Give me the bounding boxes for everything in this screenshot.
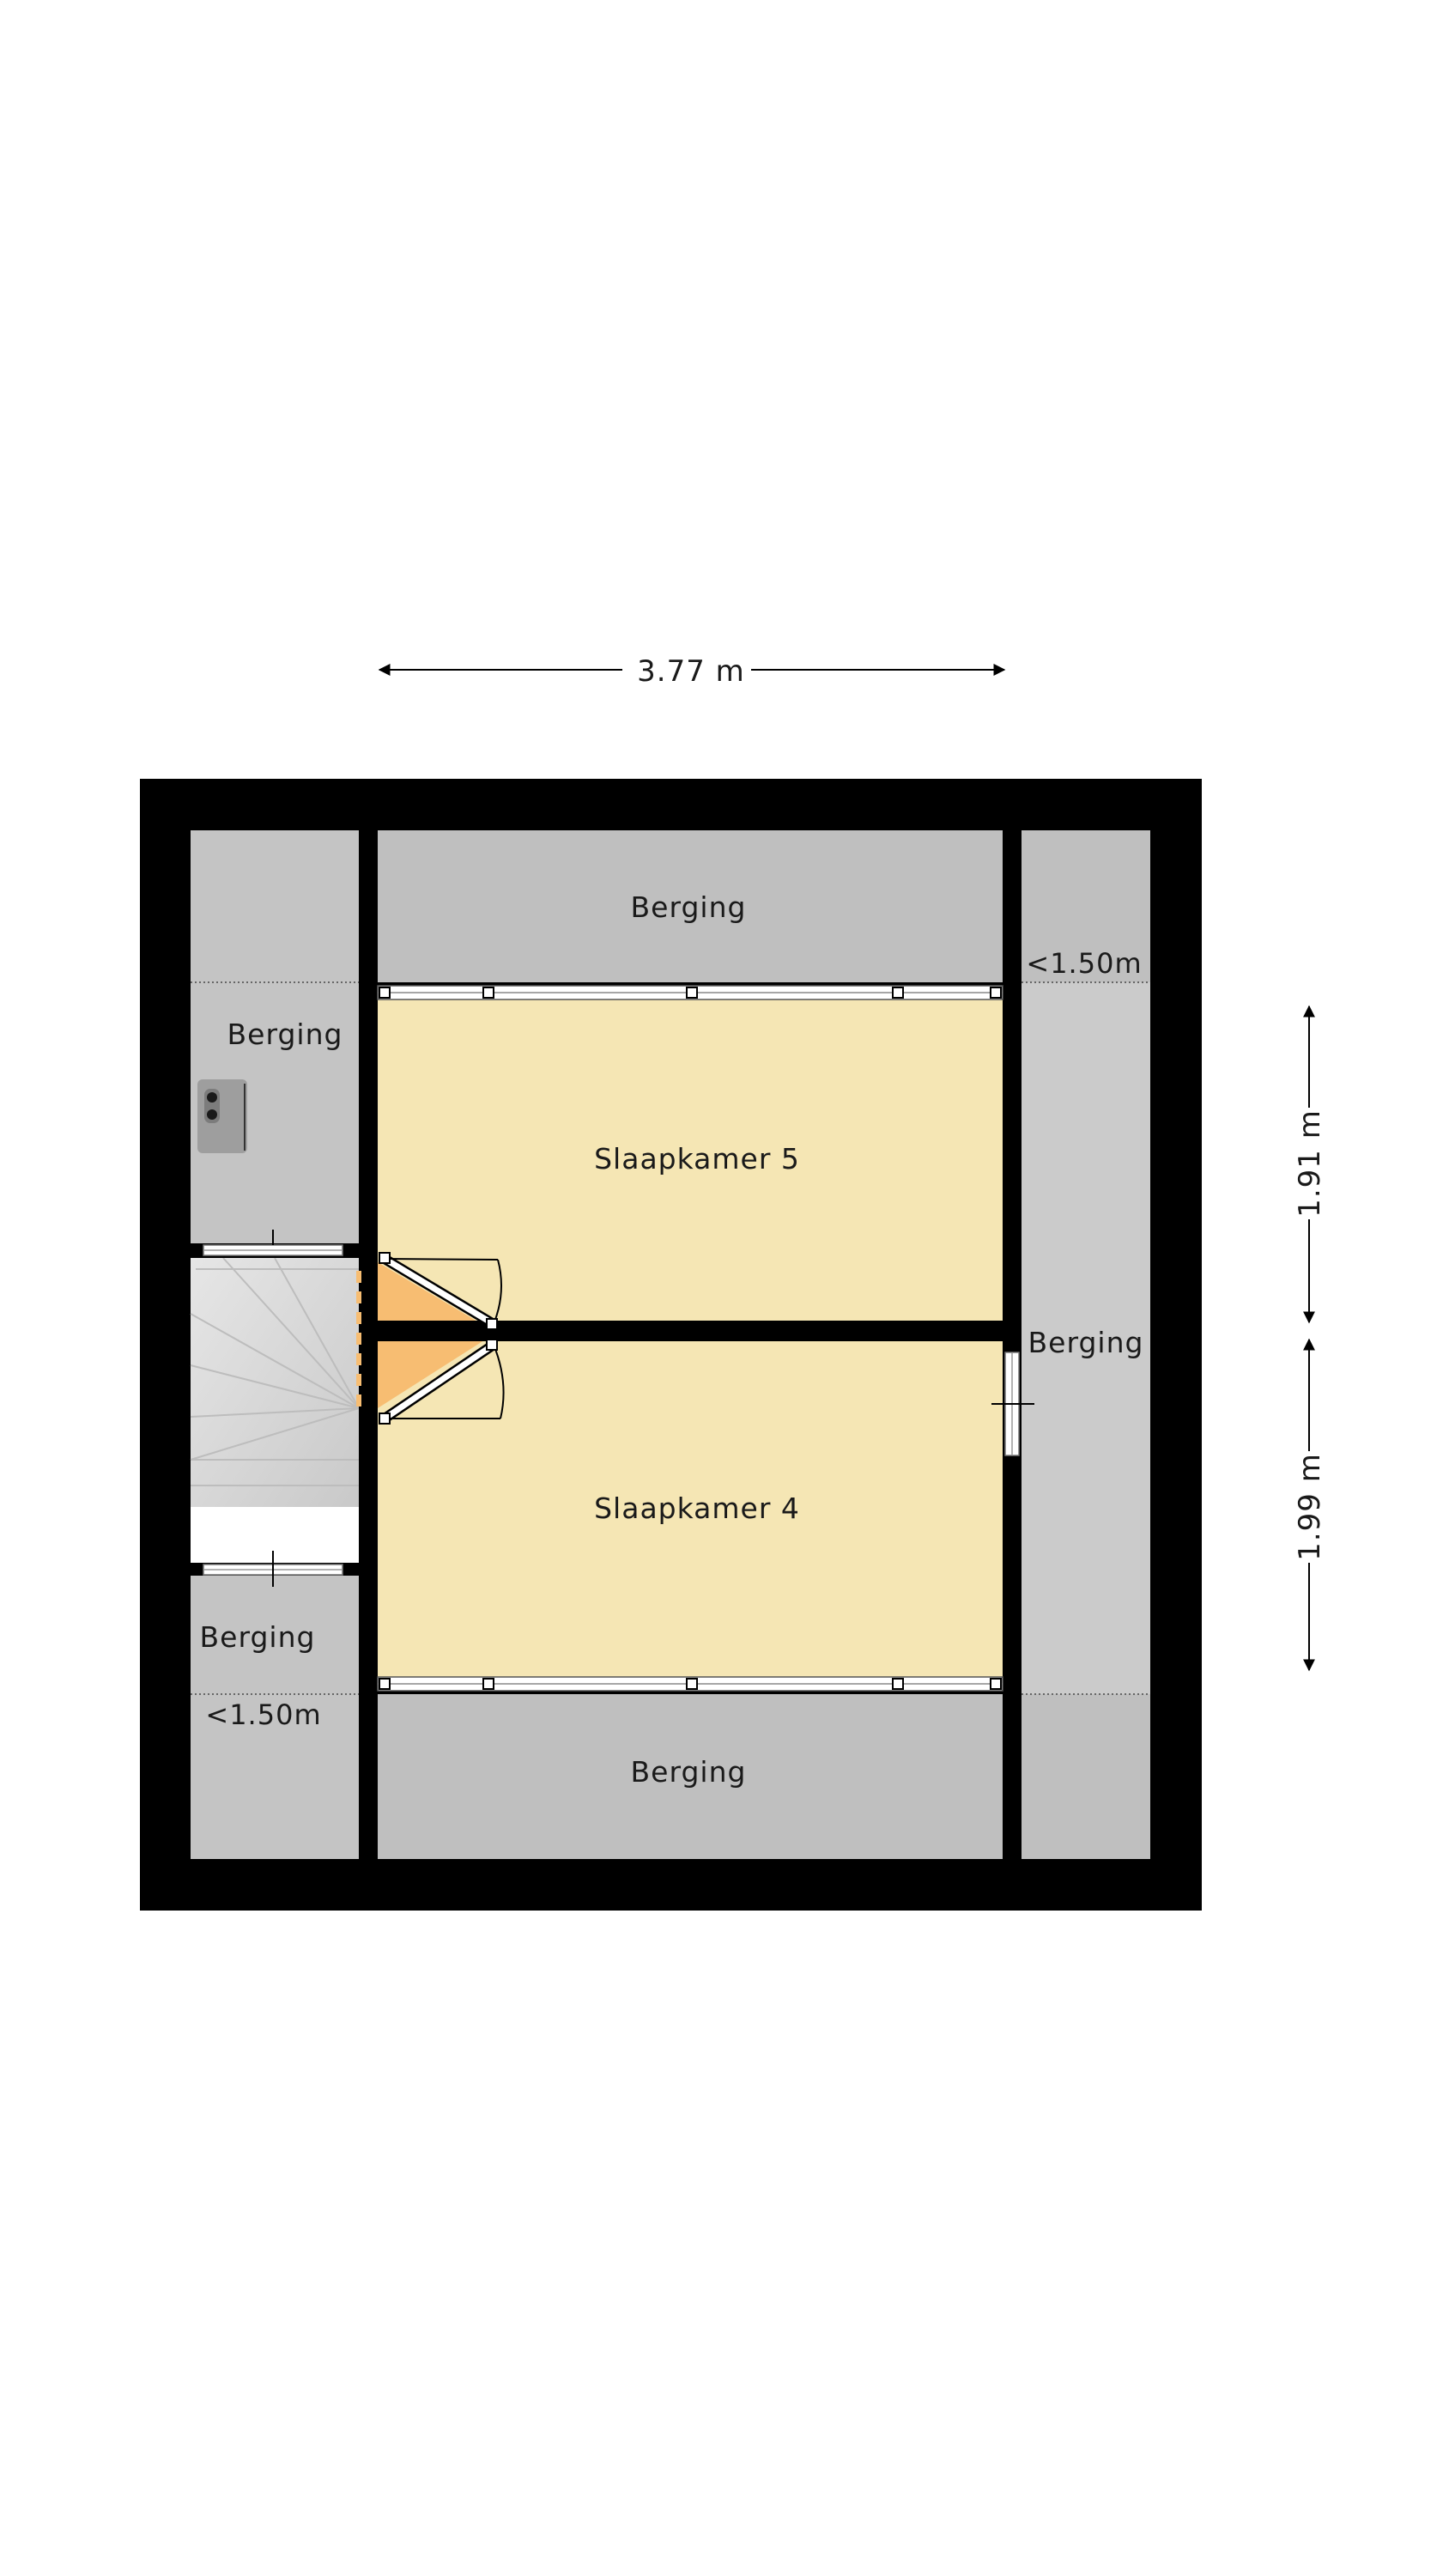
knee-wall-bottom <box>377 1676 1003 1692</box>
berging-top-room <box>378 830 1003 982</box>
opening-right-wall <box>991 1352 1034 1456</box>
opening-stairs-top <box>203 1230 343 1256</box>
dimension-width-label: 3.77 m <box>637 654 745 689</box>
label-slaapkamer-5: Slaapkamer 5 <box>594 1142 800 1176</box>
dimension-height-lower-label: 1.99 m <box>1293 1453 1327 1561</box>
wall-left-inner <box>359 830 378 1859</box>
berging-bottom-room <box>378 1694 1003 1859</box>
height-limit-note-left: <1.50m <box>205 1698 321 1731</box>
berging-left-top-room <box>191 830 359 1243</box>
slaapkamer-5-room <box>378 999 1003 1321</box>
label-berging-top: Berging <box>631 890 747 924</box>
berging-right-top-room <box>1022 830 1150 982</box>
label-berging-bottom: Berging <box>631 1755 747 1789</box>
dimension-height-upper: 1.91 m <box>1293 1005 1327 1324</box>
wall-slaapkamer-divider <box>378 1321 1003 1341</box>
height-limit-note-right: <1.50m <box>1026 947 1142 980</box>
berging-right-bottom-room <box>1022 1694 1150 1859</box>
wall-right-inner <box>1003 830 1022 1859</box>
door-slaapkamer-5 <box>379 1252 502 1330</box>
label-berging-bottom-left: Berging <box>200 1620 316 1654</box>
opening-stairs-bottom <box>203 1551 343 1587</box>
dimension-height-upper-label: 1.91 m <box>1293 1109 1327 1218</box>
berging-right-room <box>1022 982 1150 1694</box>
staircase <box>190 1257 360 1563</box>
label-berging-top-left: Berging <box>227 1018 343 1051</box>
door-slaapkamer-4 <box>379 1339 505 1425</box>
label-slaapkamer-4: Slaapkamer 4 <box>594 1492 800 1525</box>
berging-left-bottom-room <box>191 1576 359 1859</box>
dimension-height-lower: 1.99 m <box>1293 1338 1327 1672</box>
dimension-width: 3.77 m <box>378 654 1006 689</box>
label-berging-right: Berging <box>1028 1326 1144 1359</box>
knee-wall-top <box>377 985 1003 1000</box>
boiler-unit <box>197 1079 247 1153</box>
slaapkamer-4-room <box>378 1341 1003 1677</box>
